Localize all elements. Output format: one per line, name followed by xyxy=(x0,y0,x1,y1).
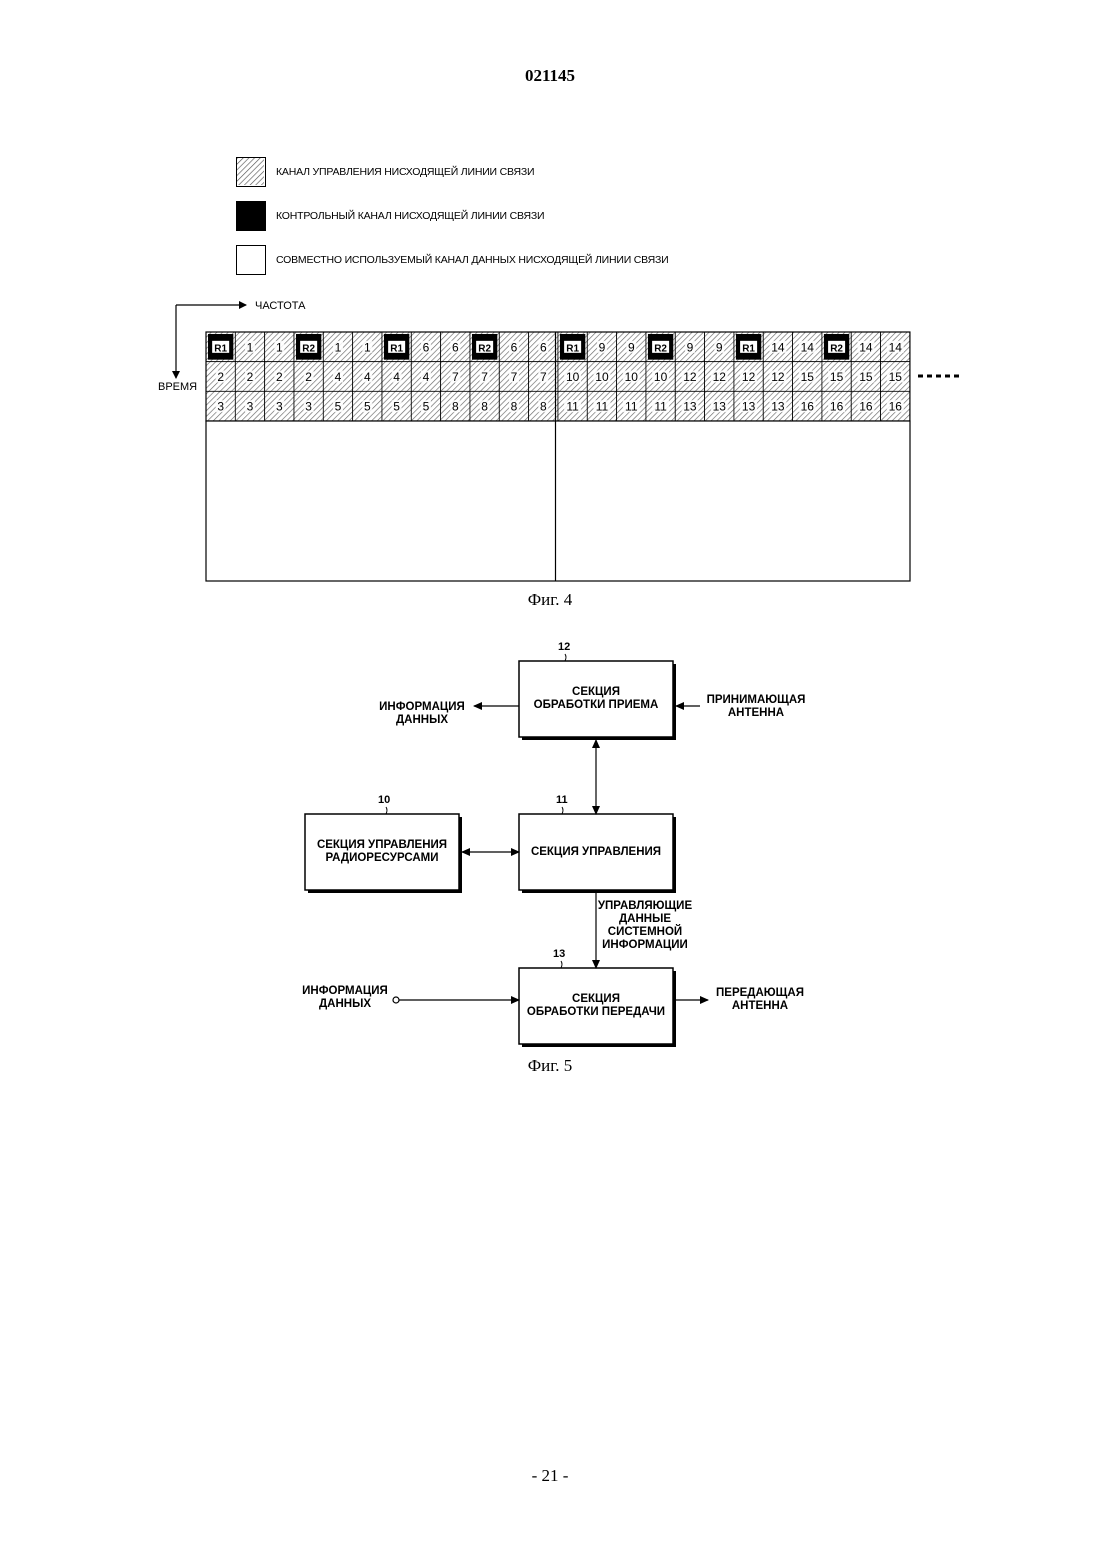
ref-12: 12 xyxy=(558,641,570,653)
data-info-in-label: ИНФОРМАЦИЯДАННЫХ xyxy=(294,985,396,1011)
tx-antenna-label: ПЕРЕДАЮЩАЯАНТЕННА xyxy=(708,987,812,1013)
ref-11: 11 xyxy=(556,794,568,806)
radio-block-text: СЕКЦИЯ УПРАВЛЕНИЯРАДИОРЕСУРСАМИ xyxy=(305,839,459,865)
data-info-out-label: ИНФОРМАЦИЯДАННЫХ xyxy=(370,701,474,727)
rx-antenna-label: ПРИНИМАЮЩАЯАНТЕННА xyxy=(700,694,812,720)
control-block-text: СЕКЦИЯ УПРАВЛЕНИЯ xyxy=(519,846,673,859)
control-data-label: УПРАВЛЯЮЩИЕДАННЫЕ СИСТЕМНОЙИНФОРМАЦИИ xyxy=(596,900,694,952)
figure-5-diagram xyxy=(0,0,1100,1100)
transmit-block-text: СЕКЦИЯОБРАБОТКИ ПЕРЕДАЧИ xyxy=(519,993,673,1019)
receive-block-text: СЕКЦИЯОБРАБОТКИ ПРИЕМА xyxy=(519,686,673,712)
ref-10: 10 xyxy=(378,794,390,806)
figure-5-caption: Фиг. 5 xyxy=(0,1056,1100,1076)
ref-13: 13 xyxy=(553,948,565,960)
page-footer: - 21 - xyxy=(0,1466,1100,1486)
